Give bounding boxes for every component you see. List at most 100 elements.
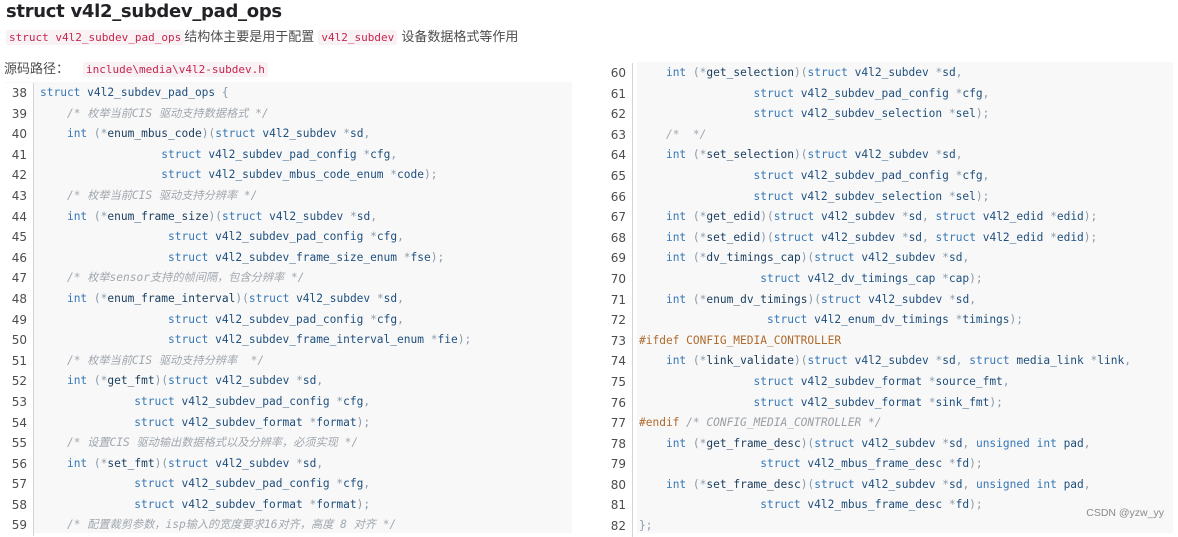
code-line: 65 struct v4l2_subdev_pad_config *cfg, [603,165,1173,187]
line-number: 52 [4,371,34,392]
line-number: 48 [4,288,34,310]
line-number: 72 [603,310,633,331]
line-number: 73 [603,330,633,352]
code-line: 72 struct v4l2_enum_dv_timings *timings)… [603,310,1173,331]
line-number: 41 [4,144,34,166]
code-text: /* 枚举当前CIS 驱动支持分辨率 */ [66,353,265,367]
description-text-1: 结构体主要是用于配置 [184,30,315,45]
description-text-2: 设备数据格式等作用 [401,30,519,45]
code-line: 74 int (*link_validate)(struct v4l2_subd… [603,351,1173,372]
code-line: 52 int (*get_fmt)(struct v4l2_subdev *sd… [4,371,572,392]
line-number: 65 [603,165,633,187]
code-line: 77 #endif /* CONFIG_MEDIA_CONTROLLER */ [603,413,1173,434]
line-number: 68 [603,227,633,249]
code-text: int (*get_fmt)(struct v4l2_subdev *sd, [66,374,324,388]
code-text: }; [639,519,653,533]
code-text: struct v4l2_subdev_pad_ops { [40,86,229,99]
code-line: 79 struct v4l2_mbus_frame_desc *fd); [603,454,1173,475]
page-title: struct v4l2_subdev_pad_ops [6,1,282,22]
inline-code-struct: struct v4l2_subdev_pad_ops [6,30,185,45]
code-line: 82}; [603,516,1173,537]
source-path-label: 源码路径： [4,62,70,77]
code-line: 55 /* 设置CIS 驱动输出数据格式以及分辨率，必须实现 */ [4,433,572,454]
line-number: 53 [4,391,34,413]
code-text: int (*enum_frame_size)(struct v4l2_subde… [66,209,377,223]
code-text: int (*get_edid)(struct v4l2_subdev *sd, … [665,210,1098,224]
line-number: 78 [603,433,633,455]
code-text: struct v4l2_subdev_format *sink_fmt); [753,395,1003,409]
code-text: int (*set_fmt)(struct v4l2_subdev *sd, [66,456,324,470]
line-number: 63 [603,124,633,146]
line-number: 50 [4,330,34,351]
code-line: 47 /* 枚举sensor支持的帧间隔，包含分辨率 */ [4,268,572,289]
line-number: 76 [603,392,633,414]
code-line: 75 struct v4l2_subdev_format *source_fmt… [603,371,1173,393]
line-number: 60 [603,63,633,84]
code-text: struct v4l2_subdev_frame_interval_enum *… [167,333,472,347]
code-line: 49 struct v4l2_subdev_pad_config *cfg, [4,309,572,331]
code-line: 42 struct v4l2_subdev_mbus_code_enum *co… [4,165,572,186]
code-line: 58 struct v4l2_subdev_format *format); [4,494,572,516]
code-line: 56 int (*set_fmt)(struct v4l2_subdev *sd… [4,453,572,475]
code-line: 61 struct v4l2_subdev_pad_config *cfg, [603,83,1173,105]
code-text: struct v4l2_dv_timings_cap *cap); [760,271,983,285]
code-text: struct v4l2_subdev_pad_config *cfg, [753,168,990,182]
line-number: 58 [4,494,34,516]
line-number: 56 [4,453,34,475]
code-text: /* */ [665,127,707,141]
line-number: 51 [4,350,34,372]
code-line: 44 int (*enum_frame_size)(struct v4l2_su… [4,206,572,228]
line-number: 47 [4,268,34,289]
inline-code-subdev: v4l2_subdev [318,30,398,45]
line-number: 44 [4,206,34,228]
code-text: struct v4l2_subdev_pad_config *cfg, [753,86,990,100]
code-text: /* 枚举当前CIS 驱动支持数据格式 */ [66,106,269,120]
code-text: int (*get_frame_desc)(struct v4l2_subdev… [665,436,1091,450]
code-text: struct v4l2_subdev_selection *sel); [753,189,990,203]
code-line: 43 /* 枚举当前CIS 驱动支持分辨率 */ [4,185,572,207]
code-line: 76 struct v4l2_subdev_format *sink_fmt); [603,392,1173,414]
code-text: struct v4l2_subdev_pad_config *cfg, [167,312,404,326]
code-text: struct v4l2_enum_dv_timings *timings); [766,313,1024,327]
line-number: 40 [4,124,34,145]
line-number: 38 [4,83,34,104]
code-line: 46 struct v4l2_subdev_frame_size_enum *f… [4,247,572,269]
code-line: 73#ifdef CONFIG_MEDIA_CONTROLLER [603,330,1173,352]
code-line: 81 struct v4l2_mbus_frame_desc *fd); [603,495,1173,517]
code-line: 71 int (*enum_dv_timings)(struct v4l2_su… [603,289,1173,311]
code-text: /* 枚举sensor支持的帧间隔，包含分辨率 */ [66,271,305,285]
line-number: 55 [4,433,34,454]
line-number: 70 [603,268,633,290]
line-number: 79 [603,454,633,475]
line-number: 71 [603,289,633,311]
line-number: 77 [603,413,633,434]
code-text: int (*enum_frame_interval)(struct v4l2_s… [66,291,404,305]
line-number: 64 [603,145,633,166]
line-number: 62 [603,104,633,125]
line-number: 82 [603,516,633,537]
code-line: 80 int (*set_frame_desc)(struct v4l2_sub… [603,474,1173,496]
line-number: 61 [603,83,633,105]
code-text: struct v4l2_mbus_frame_desc *fd); [760,498,983,512]
line-number: 66 [603,186,633,208]
code-line: 64 int (*set_selection)(struct v4l2_subd… [603,145,1173,166]
line-number: 67 [603,207,633,228]
code-text: struct v4l2_subdev_pad_config *cfg, [134,394,371,408]
line-number: 75 [603,371,633,393]
code-text: int (*set_frame_desc)(struct v4l2_subdev… [665,477,1091,491]
code-text: struct v4l2_subdev_pad_config *cfg, [167,230,404,244]
code-text: #endif /* CONFIG_MEDIA_CONTROLLER */ [639,416,882,430]
code-line: 62 struct v4l2_subdev_selection *sel); [603,104,1173,125]
code-line: 60 int (*get_selection)(struct v4l2_subd… [603,63,1173,84]
code-text: int (*set_edid)(struct v4l2_subdev *sd, … [665,230,1098,244]
code-line: 70 struct v4l2_dv_timings_cap *cap); [603,268,1173,290]
code-text: int (*dv_timings_cap)(struct v4l2_subdev… [665,251,970,265]
code-line: 53 struct v4l2_subdev_pad_config *cfg, [4,391,572,413]
code-line: 68 int (*set_edid)(struct v4l2_subdev *s… [603,227,1173,249]
line-number: 74 [603,351,633,372]
line-number: 45 [4,227,34,248]
code-line: 67 int (*get_edid)(struct v4l2_subdev *s… [603,207,1173,228]
line-number: 46 [4,247,34,269]
line-number: 43 [4,185,34,207]
